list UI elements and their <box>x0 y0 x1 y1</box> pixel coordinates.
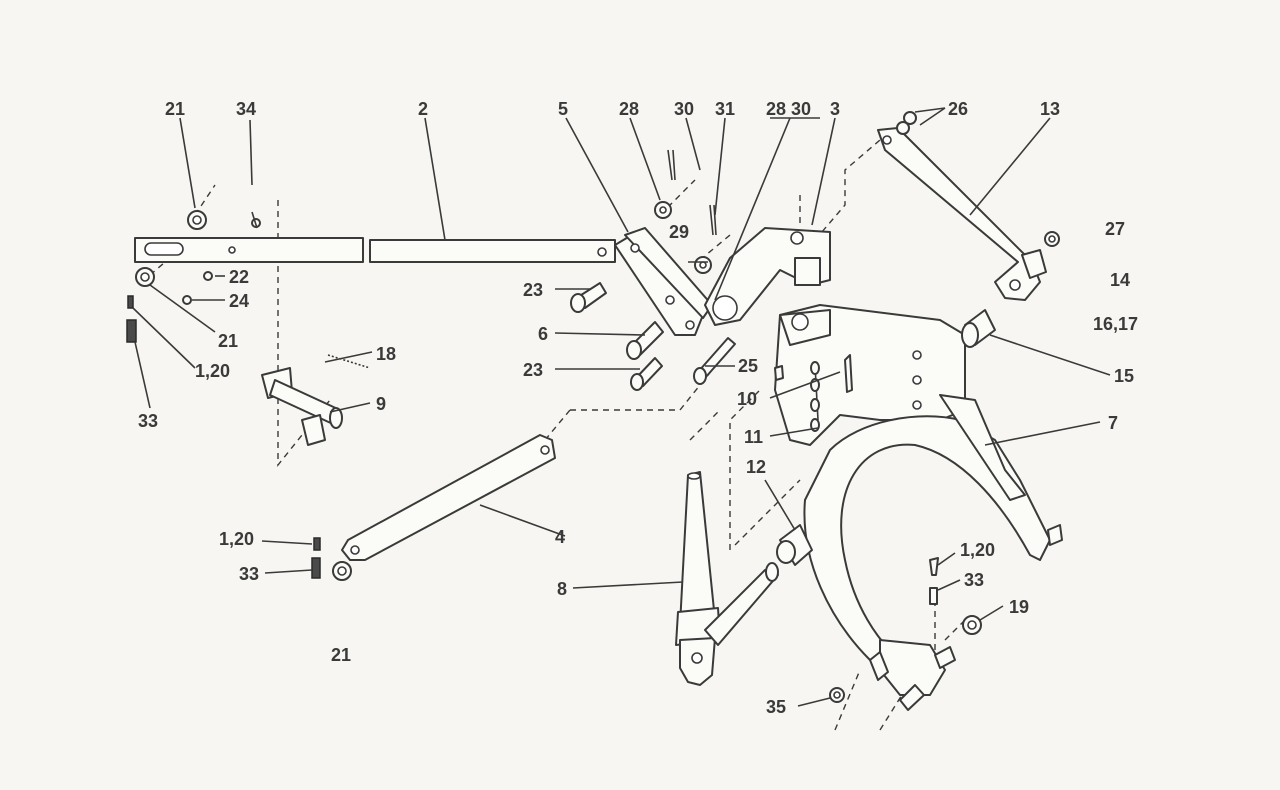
callout-33-right: 33 <box>964 570 984 590</box>
washers-group <box>135 111 1060 703</box>
callout-1-20-left: 1,20 <box>195 361 230 381</box>
callout-30: 30 <box>674 99 694 119</box>
callout-14: 14 <box>1110 270 1130 290</box>
callout-7: 7 <box>1108 413 1118 433</box>
callout-21-top: 21 <box>165 99 185 119</box>
callout-35: 35 <box>766 697 786 717</box>
callout-10: 10 <box>737 389 757 409</box>
part-7-housing <box>774 304 1063 696</box>
callout-21-mid: 21 <box>218 331 238 351</box>
part-4-lower-link <box>341 434 556 561</box>
callout-23-lower: 23 <box>523 360 543 380</box>
part-3-yoke <box>704 227 831 326</box>
callout-26: 26 <box>948 99 968 119</box>
pins-group <box>126 149 956 711</box>
callout-28-30: 28 30 <box>766 99 811 119</box>
callout-25: 25 <box>738 356 758 376</box>
callout-8: 8 <box>557 579 567 599</box>
bolts-group <box>570 282 736 391</box>
callout-5: 5 <box>558 99 568 119</box>
callout-6: 6 <box>538 324 548 344</box>
callout-24: 24 <box>229 291 249 311</box>
callout-2: 2 <box>418 99 428 119</box>
callout-28: 28 <box>619 99 639 119</box>
callout-1-20-mid: 1,20 <box>219 529 254 549</box>
callout-11: 11 <box>744 427 763 447</box>
callout-13: 13 <box>1040 99 1060 119</box>
callout-21-bottom: 21 <box>331 645 351 665</box>
callout-16-17: 16,17 <box>1093 314 1138 334</box>
callout-3: 3 <box>830 99 840 119</box>
callout-labels: 21 34 2 5 28 30 31 28 30 3 26 13 27 14 1… <box>138 99 1138 717</box>
callout-19: 19 <box>1009 597 1029 617</box>
part-13-upper-link <box>877 127 1047 301</box>
callout-23-upper: 23 <box>523 280 543 300</box>
callout-1-20-right: 1,20 <box>960 540 995 560</box>
callout-31: 31 <box>715 99 735 119</box>
part-5-bracket <box>614 227 713 336</box>
callout-29: 29 <box>669 222 689 242</box>
callout-22: 22 <box>229 267 249 287</box>
assembly-dashed-lines <box>149 139 966 731</box>
part-2-lift-rod <box>134 237 616 263</box>
part-12-sleeve <box>776 524 813 566</box>
callout-33-mid: 33 <box>239 564 259 584</box>
callout-12: 12 <box>746 457 766 477</box>
callout-34: 34 <box>236 99 256 119</box>
callout-15: 15 <box>1114 366 1134 386</box>
callout-27: 27 <box>1105 219 1125 239</box>
part-8-tapered-shaft <box>675 471 779 686</box>
callout-9: 9 <box>376 394 386 414</box>
part-9-pivot-pin <box>261 367 343 446</box>
part-15-bushing <box>961 309 996 348</box>
callout-33-left: 33 <box>138 411 158 431</box>
callout-18: 18 <box>376 344 396 364</box>
callout-4: 4 <box>555 527 565 547</box>
leader-lines <box>132 107 1111 707</box>
part-10-11-chain <box>774 354 853 432</box>
